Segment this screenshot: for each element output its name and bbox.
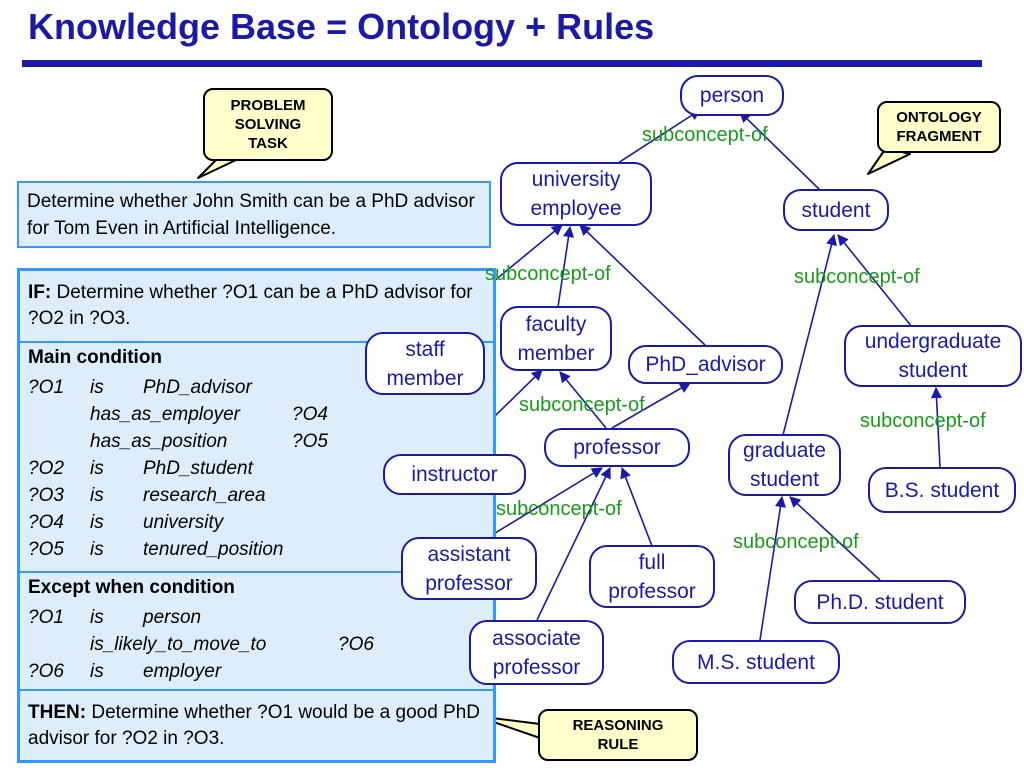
node-university-employee: university employee <box>500 162 652 226</box>
node-faculty-member: faculty member <box>500 306 612 371</box>
node-assistant-professor: assistant professor <box>401 537 537 600</box>
node-full-professor: full professor <box>589 545 715 608</box>
then-text: Determine whether ?O1 would be a good Ph… <box>28 702 481 749</box>
main-cond-object: research_area <box>143 485 266 506</box>
then-keyword: THEN: <box>28 702 87 723</box>
except-cond-relation: is_likely_to_move_to <box>90 634 267 655</box>
node-ms-student: M.S. student <box>672 640 840 684</box>
node-instructor: instructor <box>383 454 526 495</box>
node-phd-advisor: PhD_advisor <box>628 345 783 384</box>
edge-bs-undergrad <box>930 386 943 468</box>
main-cond-relation: is <box>90 512 104 533</box>
edge-phdadvisor-univ <box>579 224 707 347</box>
edge-label-subconcept-of: subconcept-of <box>519 394 645 416</box>
edge-label-subconcept-of: subconcept-of <box>496 498 622 520</box>
edge-professor-phdadvisor <box>611 382 691 429</box>
except-cond-object: person <box>143 607 202 628</box>
main-cond-object: PhD_advisor <box>143 377 252 398</box>
node-person: person <box>680 75 784 116</box>
edge-full-professor <box>620 466 653 547</box>
if-text: Determine whether ?O1 can be a PhD advis… <box>28 282 473 329</box>
main-cond-relation: has_as_position <box>90 431 228 452</box>
node-associate-professor: associate professor <box>469 620 604 685</box>
edge-associate-professor <box>536 466 611 621</box>
except-cond-relation: is <box>90 661 104 682</box>
main-cond-subject: ?O2 <box>28 458 64 479</box>
edge-undergrad-student <box>837 234 913 328</box>
main-condition-section: Main condition ?O1 is PhD_advisor has_as… <box>20 341 493 573</box>
edge-label-subconcept-of: subconcept-of <box>860 410 986 432</box>
except-cond-object: ?O6 <box>338 634 374 655</box>
edge-faculty-univ <box>557 225 575 308</box>
problem-solving-task-callout: PROBLEM SOLVING TASK <box>203 88 333 161</box>
main-cond-object: ?O5 <box>292 431 328 452</box>
edge-phdstudent-graduate <box>789 496 881 581</box>
main-cond-relation: is <box>90 485 104 506</box>
except-cond-object: employer <box>143 661 222 682</box>
edge-student-person <box>739 111 821 191</box>
edge-label-subconcept-of: subconcept-of <box>794 266 920 288</box>
main-cond-subject: ?O4 <box>28 512 64 533</box>
main-cond-relation: has_as_employer <box>90 404 240 425</box>
rule-if-section: IF: Determine whether ?O1 can be a PhD a… <box>20 271 493 341</box>
main-cond-object: PhD_student <box>143 458 253 479</box>
main-cond-relation: is <box>90 539 104 560</box>
rule-then-section: THEN: Determine whether ?O1 would be a g… <box>20 689 493 763</box>
node-graduate-student: graduate student <box>728 434 841 496</box>
problem-statement: Determine whether John Smith can be a Ph… <box>17 181 491 248</box>
if-keyword: IF: <box>28 282 52 303</box>
edge-assistant-professor <box>486 467 603 539</box>
edge-label-subconcept-of: subconcept-of <box>733 531 859 553</box>
main-cond-subject: ?O5 <box>28 539 64 560</box>
node-staff-member: staff member <box>365 332 485 395</box>
except-cond-subject: ?O1 <box>28 607 64 628</box>
main-cond-subject: ?O3 <box>28 485 64 506</box>
edge-graduate-student <box>782 233 837 436</box>
main-cond-relation: is <box>90 458 104 479</box>
main-cond-subject: ?O1 <box>28 377 64 398</box>
node-undergraduate-student: undergraduate student <box>844 325 1022 387</box>
except-cond-relation: is <box>90 607 104 628</box>
title-underline <box>22 60 982 67</box>
edge-label-subconcept-of: subconcept-of <box>642 124 768 146</box>
edge-univ-employee-person <box>617 109 701 164</box>
main-cond-object: tenured_position <box>143 539 284 560</box>
node-professor: professor <box>544 428 690 467</box>
except-condition-section: Except when condition ?O1 is person is_l… <box>20 571 493 691</box>
node-student: student <box>783 189 889 231</box>
main-cond-object: ?O4 <box>292 404 328 425</box>
main-cond-relation: is <box>90 377 104 398</box>
edge-professor-faculty <box>559 371 607 429</box>
node-phd-student: Ph.D. student <box>794 580 966 624</box>
node-bs-student: B.S. student <box>868 467 1016 513</box>
except-condition-heading: Except when condition <box>28 577 235 598</box>
edge-ms-graduate <box>759 495 787 641</box>
main-cond-object: university <box>143 512 224 533</box>
ontology-fragment-callout: ONTOLOGY FRAGMENT <box>877 101 1001 153</box>
problem-task-pointer <box>197 159 237 179</box>
page-title: Knowledge Base = Ontology + Rules <box>28 6 655 47</box>
edge-label-subconcept-of: subconcept-of <box>485 263 611 285</box>
reasoning-rule-callout: REASONING RULE <box>538 709 698 761</box>
main-condition-heading: Main condition <box>28 347 163 368</box>
except-cond-subject: ?O6 <box>28 661 64 682</box>
